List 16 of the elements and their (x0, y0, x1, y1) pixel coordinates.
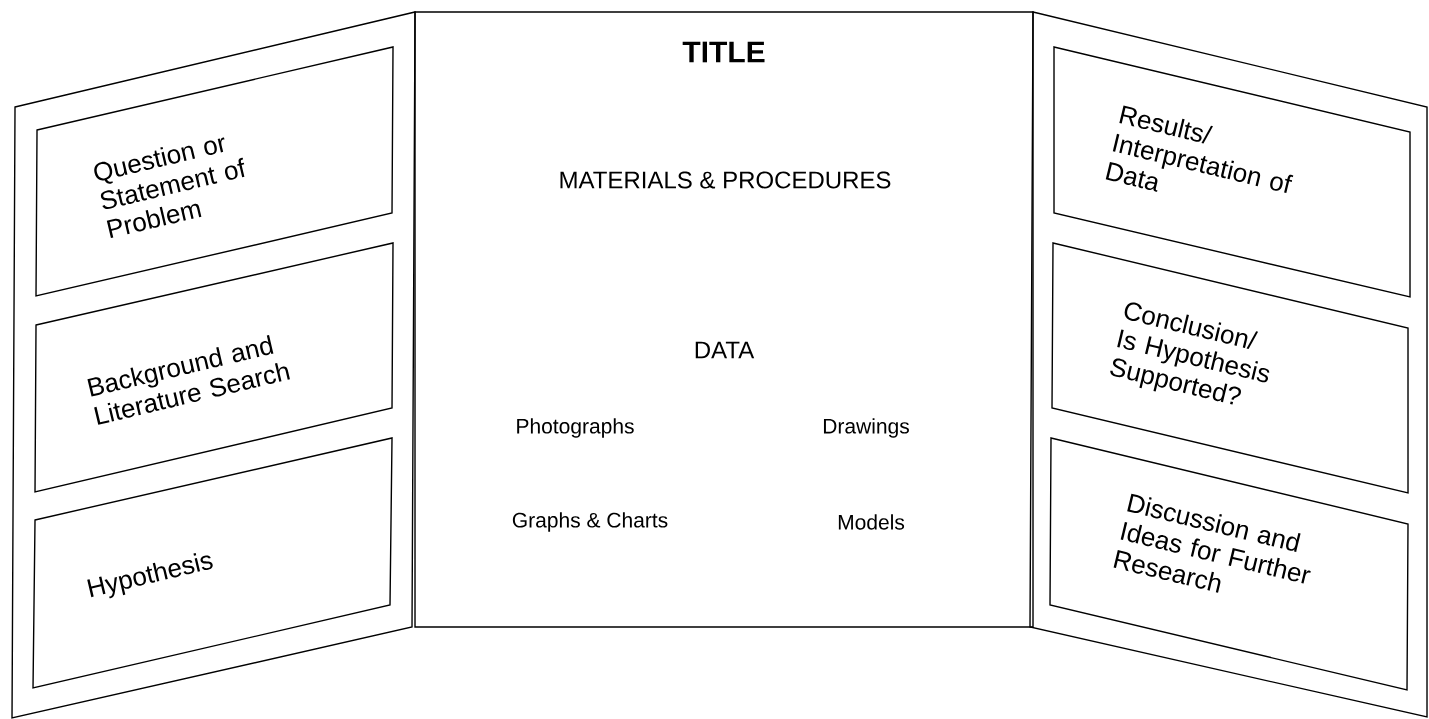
board-panel (1029, 11, 1428, 718)
section-box (32, 437, 393, 689)
section-label: Graphs & Charts (512, 512, 668, 532)
section-label: Models (838, 514, 905, 530)
section-box (34, 242, 394, 493)
board-title: TITLE (682, 41, 765, 63)
section-heading: DATA (695, 341, 755, 359)
section-box (1051, 242, 1409, 494)
section-box (1053, 46, 1411, 298)
section-box (1049, 437, 1409, 691)
section-label: Question or Statement of Problem (94, 137, 245, 239)
section-heading: MATERIALS & PROCEDURES (560, 171, 891, 189)
board-panel (11, 11, 416, 719)
section-label: Drawings (823, 418, 909, 438)
section-label: Photographs (517, 418, 634, 438)
section-box (35, 46, 394, 297)
